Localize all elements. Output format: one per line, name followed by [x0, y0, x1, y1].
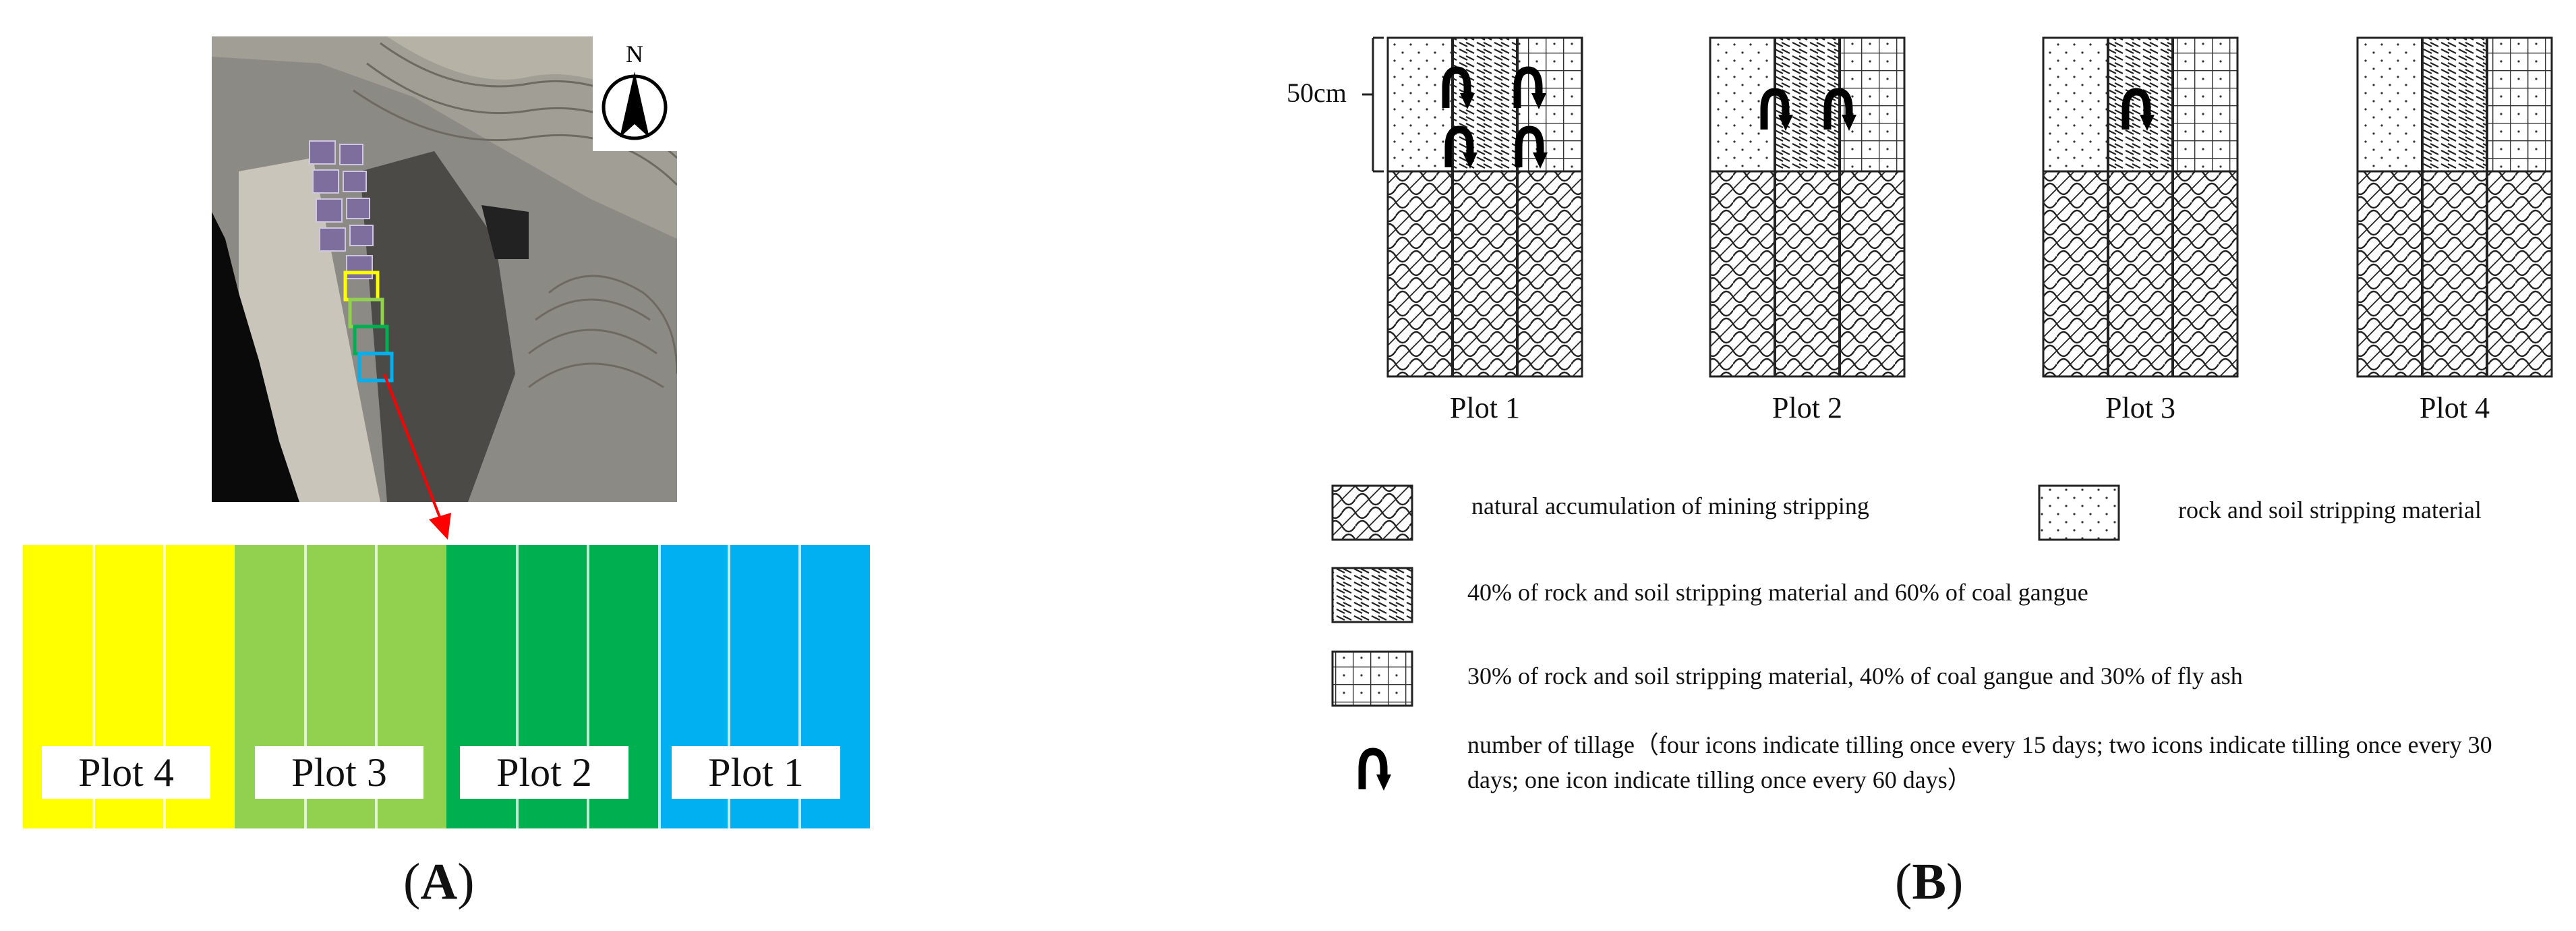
- subplot-divider: [92, 545, 95, 828]
- profile-label-plot-2: Plot 2: [1772, 391, 1842, 424]
- strip-label-plot-3: Plot 3: [255, 746, 423, 799]
- legend-label-natural: natural accumulation of mining stripping: [1471, 492, 1869, 519]
- panel-b-letter: B: [1912, 853, 1947, 910]
- plot-squares: [309, 140, 374, 279]
- subplot-divider: [163, 545, 166, 828]
- profile-plot-3: [2042, 36, 2239, 378]
- scale-bracket: [1362, 36, 1384, 173]
- legend-swatch-natural: [1331, 484, 1413, 541]
- legend-tillage-icon: [1362, 752, 1391, 791]
- north-arrow-icon: [620, 72, 649, 138]
- location-arrow: [383, 374, 451, 540]
- legend-swatch-mix-40-60: [1331, 567, 1413, 623]
- compass-label: N: [626, 40, 643, 67]
- subplot-divider: [304, 545, 307, 828]
- strip-label-plot-1: Plot 1: [672, 746, 840, 799]
- northern-hills: [212, 36, 677, 239]
- arrow-line: [383, 374, 443, 523]
- strip-group-plot-3: Plot 3: [235, 545, 446, 828]
- soil-profile-diagram: [1331, 36, 2553, 931]
- profile-label-plot-1: Plot 1: [1450, 391, 1520, 424]
- pit-area: [481, 205, 529, 259]
- legend-label-rock-soil: rock and soil stripping material: [2178, 497, 2482, 524]
- legend-label-mix-30-40-30: 30% of rock and soil stripping material,…: [1467, 662, 2243, 689]
- arrow-head-icon: [429, 513, 451, 540]
- subplot-divider: [798, 545, 801, 828]
- profile-label-plot-3: Plot 3: [2105, 391, 2175, 424]
- satellite-map: N: [212, 36, 677, 502]
- strip-label-plot-2: Plot 2: [460, 746, 628, 799]
- panel-a-caption: (A): [403, 853, 475, 910]
- strip-group-plot-2: Plot 2: [446, 545, 658, 828]
- pale-platform: [239, 158, 380, 502]
- subplot-divider: [658, 545, 661, 828]
- scale-label: 50cm: [1287, 78, 1347, 108]
- contour-lines: [353, 42, 677, 389]
- panel-a: N Plot 4 Plot 3 Plot 2: [0, 0, 897, 931]
- strip-label-plot-4: Plot 4: [42, 746, 210, 799]
- frame-plot-1: [357, 351, 394, 383]
- subplot-divider: [375, 545, 378, 828]
- subplot-divider: [587, 545, 589, 828]
- subplot-divider: [728, 545, 730, 828]
- profile-plot-4: [2356, 36, 2553, 378]
- plot-strip: Plot 4 Plot 3 Plot 2 Plot 1: [23, 545, 870, 828]
- legend-swatch-mix-30-40-30: [1331, 650, 1413, 707]
- profile-plot-2: [1709, 36, 1906, 378]
- profile-label-plot-4: Plot 4: [2420, 391, 2490, 424]
- subplot-divider: [516, 545, 519, 828]
- panel-b-caption: (B): [1895, 853, 1964, 910]
- dark-shadow-area: [212, 212, 299, 502]
- legend-label-mix-40-60: 40% of rock and soil stripping material …: [1467, 579, 2088, 606]
- strip-group-plot-1: Plot 1: [658, 545, 870, 828]
- satellite-image: N: [212, 36, 677, 502]
- strip-group-plot-4: Plot 4: [23, 545, 235, 828]
- panel-a-letter: A: [420, 853, 458, 910]
- legend-swatch-rock-soil: [2038, 484, 2120, 541]
- panel-b: 50cm Plot 1 Plot 2 Plot 3 Plot 4 natural…: [897, 0, 2576, 931]
- profile-plot-1: [1386, 36, 1583, 378]
- legend-label-tillage: number of tillage（four icons indicate ti…: [1467, 731, 2492, 793]
